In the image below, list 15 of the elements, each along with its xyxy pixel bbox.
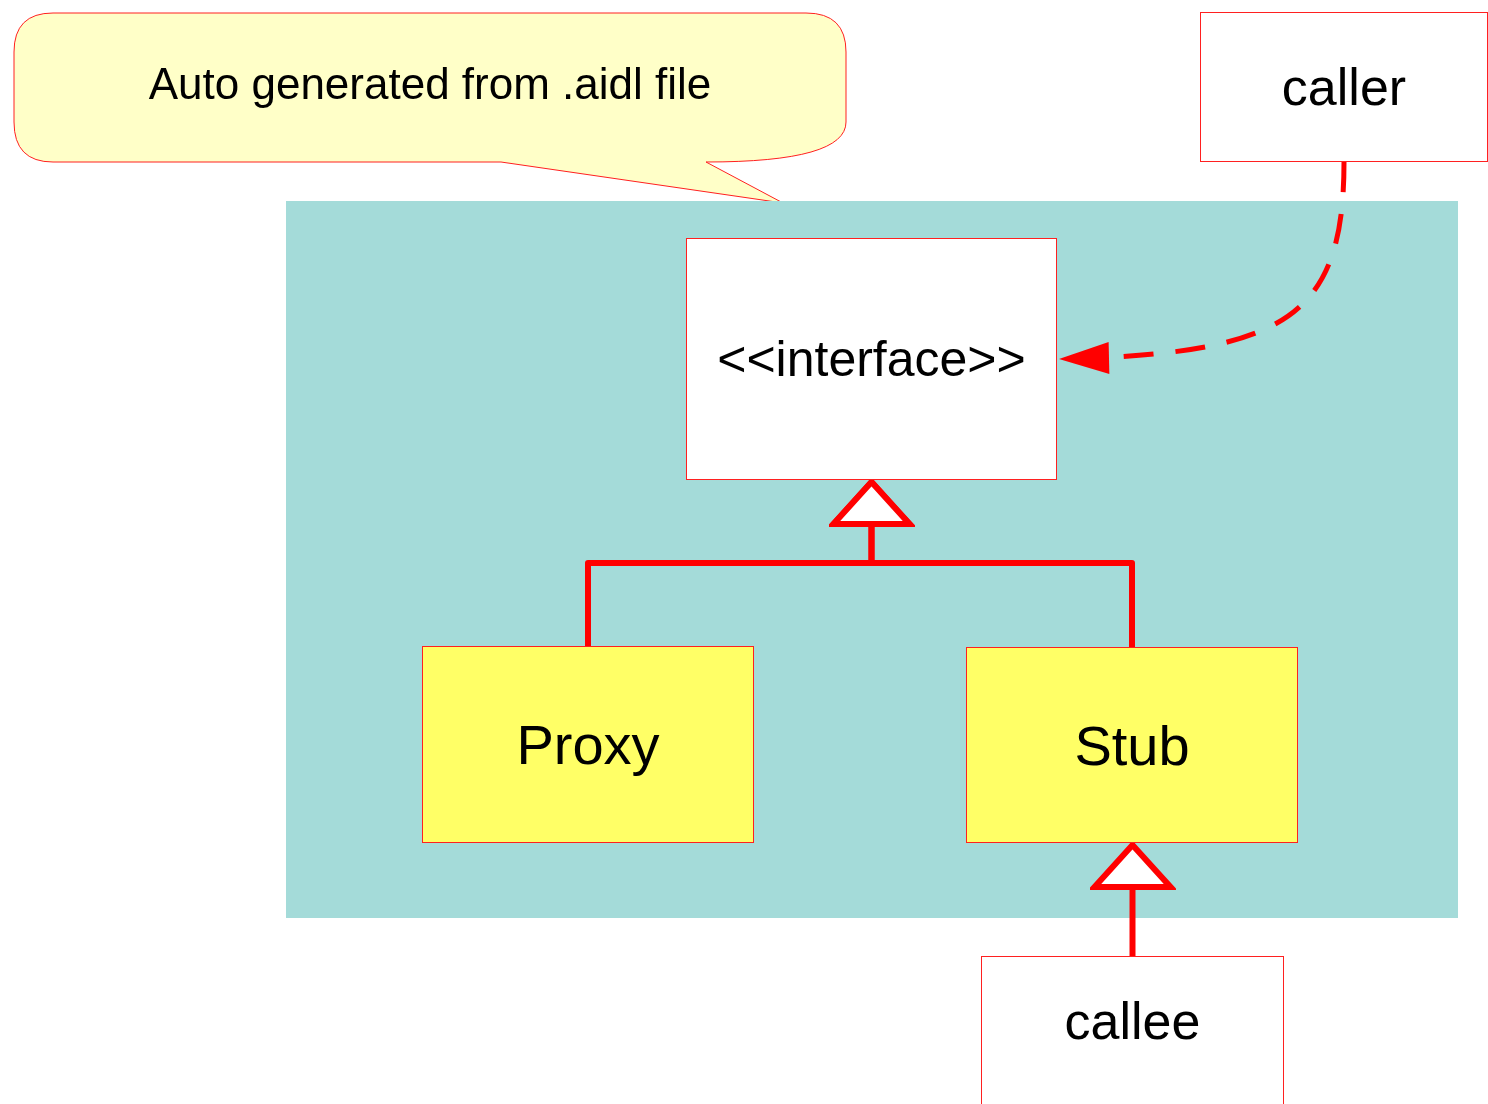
class-name: Stub	[1074, 712, 1190, 778]
stereotype-label: <<interface>>	[717, 330, 1026, 388]
inheritance-arrow	[830, 479, 1135, 647]
actor-name: caller	[1281, 57, 1407, 117]
actor-box	[981, 956, 1284, 1104]
inheritance-arrow	[1091, 842, 1174, 956]
dependency-arrow	[1058, 161, 1347, 374]
class-box	[966, 647, 1298, 843]
interface-box	[686, 238, 1057, 480]
class-name: Proxy	[516, 712, 660, 777]
module-area	[286, 201, 1458, 918]
class-box	[422, 646, 754, 843]
actor-name: callee	[1064, 991, 1201, 1051]
note-text: Auto generated from .aidl file	[148, 58, 712, 109]
actor-box	[1200, 12, 1488, 162]
